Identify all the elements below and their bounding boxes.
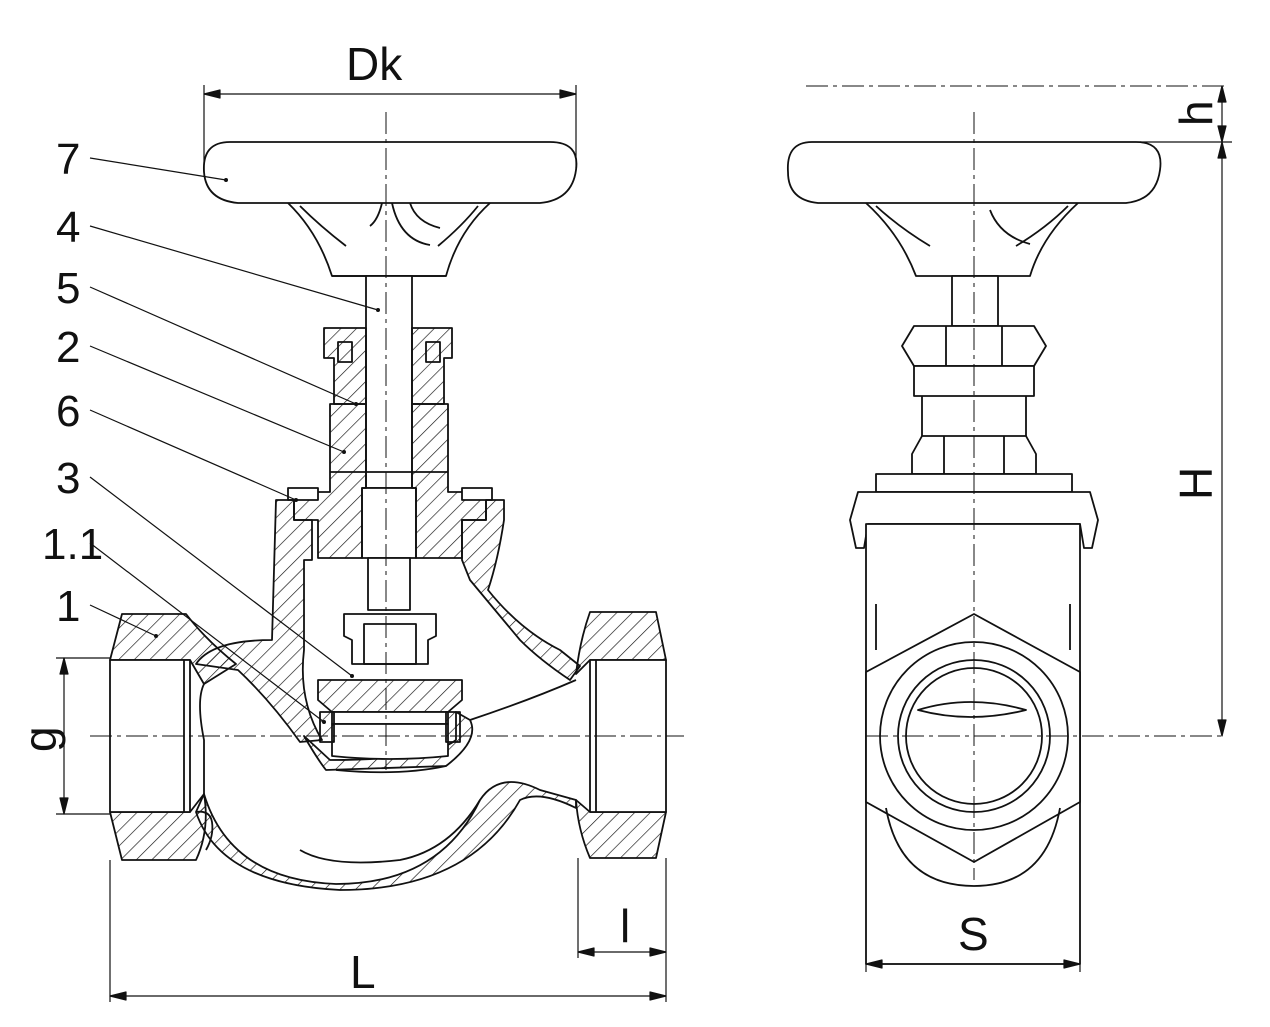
dimension-label-L: L bbox=[350, 946, 376, 998]
dimension-label-s: S bbox=[958, 908, 989, 960]
dimension-label-dk: Dk bbox=[346, 38, 403, 90]
stem bbox=[361, 275, 417, 611]
side-body bbox=[865, 523, 1081, 965]
leader-lines bbox=[89, 157, 379, 723]
dimension-label-H: H bbox=[1170, 467, 1222, 500]
part-label-1: 1 bbox=[56, 582, 80, 631]
side-centerlines bbox=[806, 85, 1226, 880]
seat-ring bbox=[319, 711, 461, 743]
part-label-2: 2 bbox=[56, 323, 80, 372]
front-centerlines bbox=[90, 112, 684, 770]
gland-nut bbox=[323, 327, 453, 405]
dimension-label-h: h bbox=[1170, 100, 1222, 126]
side-dimensions bbox=[865, 85, 1232, 972]
dimension-labels: Dk g l L S h H bbox=[14, 38, 1222, 998]
side-stem bbox=[951, 275, 999, 327]
valve-body bbox=[109, 499, 667, 891]
front-dimensions bbox=[56, 85, 667, 1002]
dimension-label-g: g bbox=[14, 726, 66, 752]
part-label-4: 4 bbox=[56, 203, 80, 252]
part-label-5: 5 bbox=[56, 264, 80, 313]
part-label-7: 7 bbox=[56, 135, 80, 184]
gasket bbox=[287, 487, 493, 501]
part-label-6: 6 bbox=[56, 387, 80, 436]
part-label-3: 3 bbox=[56, 454, 80, 503]
dimension-label-l: l bbox=[620, 900, 630, 952]
side-view bbox=[787, 85, 1232, 972]
front-section-view bbox=[56, 85, 684, 1002]
part-label-1-1: 1.1 bbox=[42, 520, 103, 569]
disc bbox=[317, 613, 463, 760]
leader-dots bbox=[154, 178, 380, 724]
part-number-labels: 7 4 5 2 6 3 1.1 1 bbox=[42, 135, 103, 631]
handwheel bbox=[203, 141, 578, 277]
